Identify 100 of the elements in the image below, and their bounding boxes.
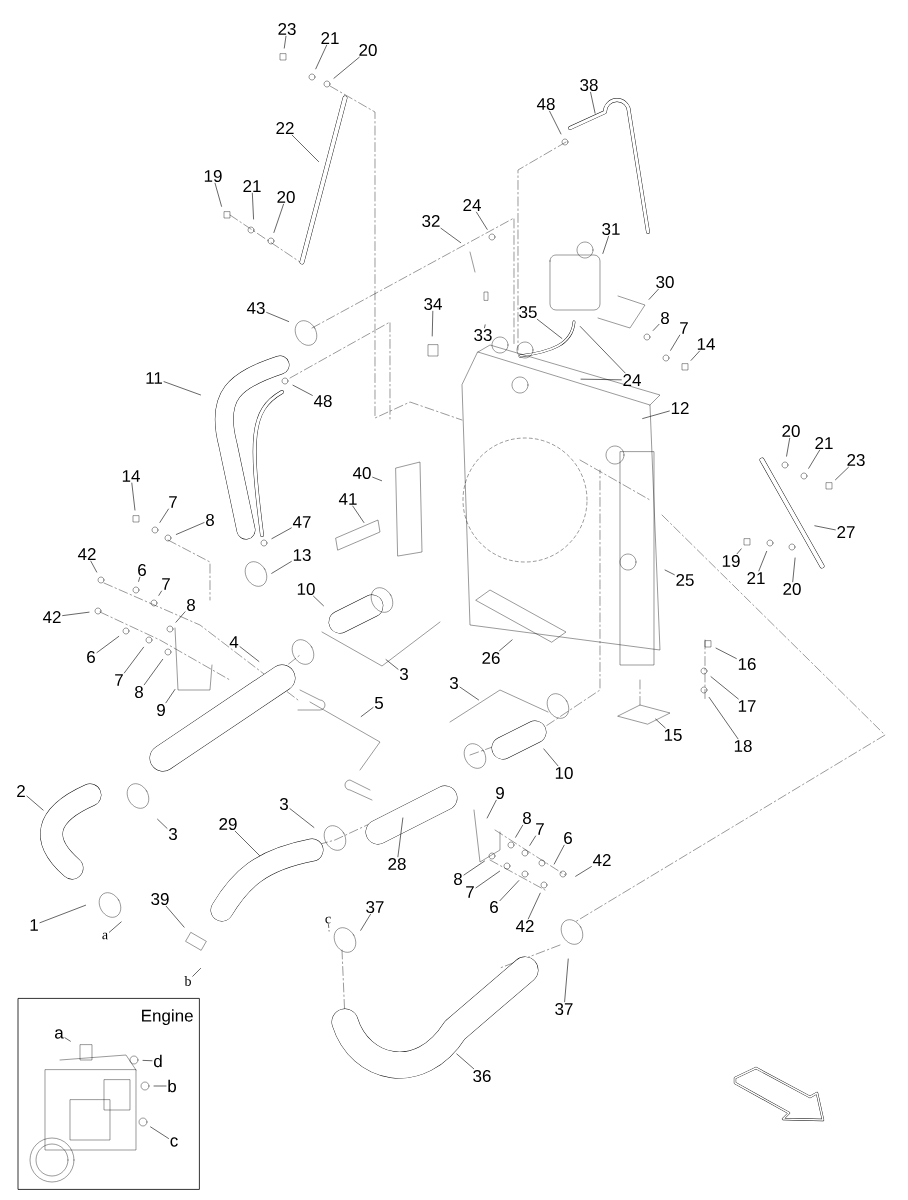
callout-number: 14 bbox=[697, 338, 715, 350]
leader-line bbox=[360, 707, 374, 717]
leader-line bbox=[239, 646, 260, 662]
callout-number: 3 bbox=[168, 828, 177, 841]
reference-letter: b bbox=[184, 976, 191, 986]
callout-number: 9 bbox=[496, 787, 504, 800]
leader-line bbox=[459, 686, 479, 701]
callout-number: 8 bbox=[523, 812, 531, 825]
callout-number: 5 bbox=[374, 697, 383, 709]
callout-number: 21 bbox=[815, 437, 833, 449]
leader-line bbox=[792, 557, 796, 583]
leader-line bbox=[670, 334, 681, 351]
callout-number: 37 bbox=[366, 901, 384, 914]
leader-line bbox=[642, 410, 670, 419]
leader-line bbox=[486, 799, 497, 819]
callout-number: 7 bbox=[115, 674, 123, 686]
leader-line bbox=[648, 288, 659, 300]
leader-line bbox=[528, 892, 541, 920]
leader-line bbox=[564, 958, 569, 1003]
callout-number: 7 bbox=[466, 886, 474, 898]
callout-number: 15 bbox=[664, 729, 682, 741]
leader-line bbox=[214, 182, 222, 207]
callout-number: 32 bbox=[422, 215, 440, 228]
reference-letter: a bbox=[55, 1029, 64, 1039]
reference-letter: c bbox=[170, 1137, 178, 1147]
callout-number: 42 bbox=[592, 854, 611, 866]
leader-line bbox=[463, 860, 485, 876]
leader-line bbox=[456, 1053, 475, 1070]
leader-line bbox=[602, 235, 609, 254]
callout-number: 24 bbox=[463, 199, 481, 211]
callout-number: 3 bbox=[279, 798, 288, 811]
callout-number: 20 bbox=[277, 191, 295, 204]
callout-number: 34 bbox=[424, 298, 442, 311]
leader-line bbox=[313, 595, 324, 607]
leader-line bbox=[159, 508, 169, 523]
callout-number: 18 bbox=[734, 740, 752, 753]
callout-number: 38 bbox=[580, 79, 598, 92]
leader-line bbox=[655, 718, 666, 729]
leader-line bbox=[163, 381, 201, 396]
leader-line bbox=[499, 880, 520, 901]
callout-number: 2 bbox=[17, 785, 25, 797]
leader-line bbox=[814, 525, 836, 531]
leader-line bbox=[292, 384, 313, 396]
leader-line bbox=[138, 576, 141, 582]
callout-number: 48 bbox=[536, 98, 555, 111]
leader-line bbox=[515, 824, 523, 838]
leader-line bbox=[590, 91, 596, 114]
leader-line bbox=[664, 569, 675, 575]
leader-line bbox=[579, 326, 626, 374]
leader-line bbox=[234, 830, 260, 856]
callout-number: 42 bbox=[515, 920, 534, 932]
callout-number: 31 bbox=[602, 223, 620, 236]
callout-number: 21 bbox=[321, 32, 339, 44]
leader-line bbox=[315, 44, 327, 70]
leader-line bbox=[808, 449, 820, 469]
leader-line bbox=[62, 611, 90, 616]
leader-line bbox=[131, 482, 136, 511]
leader-line bbox=[708, 697, 739, 740]
leader-line bbox=[271, 527, 292, 539]
callout-number: 27 bbox=[837, 526, 855, 538]
callout-number: 4 bbox=[229, 636, 239, 648]
callout-number: 20 bbox=[783, 583, 801, 596]
callout-number: 16 bbox=[738, 658, 756, 671]
callout-number: 36 bbox=[473, 1070, 491, 1083]
leader-line bbox=[397, 817, 404, 858]
callout-number: 43 bbox=[246, 302, 265, 315]
reference-letter: d bbox=[154, 1054, 162, 1068]
leader-line bbox=[252, 192, 254, 220]
leader-line bbox=[283, 35, 287, 49]
leader-line bbox=[289, 808, 315, 828]
leader-line bbox=[150, 1126, 169, 1139]
leader-line bbox=[652, 323, 660, 331]
leader-line bbox=[328, 924, 330, 932]
leader-line bbox=[142, 1060, 153, 1062]
leader-line bbox=[266, 312, 289, 322]
leader-line bbox=[553, 844, 565, 865]
callout-number: 41 bbox=[338, 493, 357, 505]
leader-line bbox=[109, 921, 122, 933]
leader-line bbox=[715, 647, 737, 659]
callout-number: 8 bbox=[454, 873, 462, 886]
callout-number: 19 bbox=[204, 170, 222, 183]
callout-number: 8 bbox=[206, 514, 214, 527]
callout-number: 23 bbox=[847, 454, 865, 467]
callout-number: 29 bbox=[219, 818, 237, 831]
callout-number: 21 bbox=[747, 572, 765, 584]
callout-number: 21 bbox=[243, 180, 261, 192]
callout-number: 6 bbox=[87, 651, 95, 664]
leader-line bbox=[165, 905, 185, 928]
callout-number: 7 bbox=[162, 578, 170, 590]
leader-line bbox=[580, 378, 622, 381]
callout-number: 6 bbox=[138, 564, 146, 577]
leader-line bbox=[333, 56, 360, 79]
leader-line bbox=[736, 548, 742, 555]
leader-line bbox=[192, 968, 201, 977]
leader-line bbox=[39, 904, 86, 924]
callout-number: 37 bbox=[555, 1003, 573, 1016]
callout-number: 6 bbox=[490, 901, 498, 914]
leader-line bbox=[158, 590, 162, 596]
leader-line bbox=[575, 866, 592, 877]
leader-line bbox=[64, 1037, 71, 1042]
